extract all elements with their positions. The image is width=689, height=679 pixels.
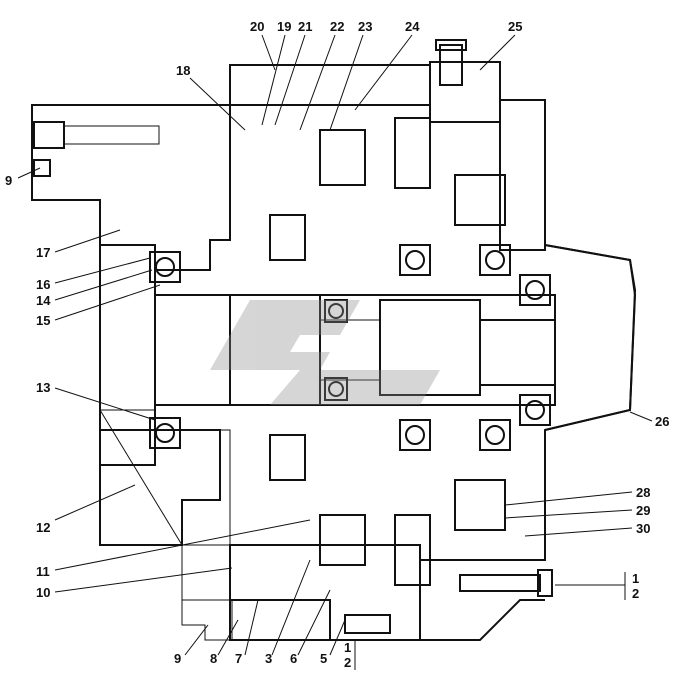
callout-29: 29	[636, 503, 650, 518]
callout-13: 13	[36, 380, 50, 395]
callout-20: 20	[250, 19, 264, 34]
watermark-logo	[210, 300, 440, 405]
callout-2-bottom: 2	[344, 655, 351, 670]
leader-lines	[17, 34, 653, 670]
callout-3: 3	[265, 651, 272, 666]
callout-14: 14	[36, 293, 51, 308]
callout-7: 7	[235, 651, 242, 666]
callout-23: 23	[358, 19, 372, 34]
callout-22: 22	[330, 19, 344, 34]
callout-9-top: 9	[5, 173, 12, 188]
callout-25: 25	[508, 19, 522, 34]
bearings	[149, 244, 551, 451]
callout-30: 30	[636, 521, 650, 536]
housing-body	[31, 104, 233, 641]
lower-housing	[229, 544, 553, 641]
callout-24: 24	[405, 19, 420, 34]
callout-28: 28	[636, 485, 650, 500]
bolt-9-top	[33, 121, 160, 177]
callout-21: 21	[298, 19, 312, 34]
callout-10: 10	[36, 585, 50, 600]
callout-8: 8	[210, 651, 217, 666]
callout-labels: 20 19 21 22 23 24 25 18 9 17 16 14 15 13…	[5, 19, 669, 670]
callout-2-right: 2	[632, 586, 639, 601]
callout-19: 19	[277, 19, 291, 34]
callout-1-bottom: 1	[344, 640, 351, 655]
callout-18: 18	[176, 63, 190, 78]
central-shaft	[154, 294, 556, 406]
callout-26: 26	[655, 414, 669, 429]
callout-11: 11	[36, 564, 50, 579]
callout-9-bottom: 9	[174, 651, 181, 666]
callout-16: 16	[36, 277, 50, 292]
callout-15: 15	[36, 313, 50, 328]
callout-1-right: 1	[632, 571, 639, 586]
callout-6: 6	[290, 651, 297, 666]
callout-5: 5	[320, 651, 327, 666]
clutch-pack-bottom	[269, 434, 506, 586]
callout-12: 12	[36, 520, 50, 535]
callout-17: 17	[36, 245, 50, 260]
clutch-pack-top	[269, 117, 506, 261]
